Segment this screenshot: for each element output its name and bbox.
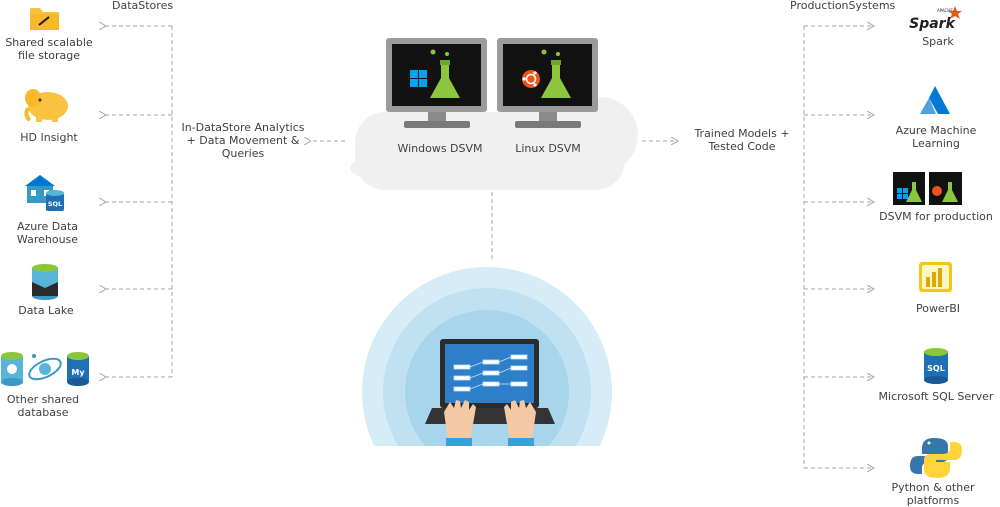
- production-label-powerbi: PowerBI: [915, 302, 961, 315]
- apache-text: APACHE: [937, 8, 953, 13]
- left-connectors: [105, 26, 345, 377]
- windows-logo-icon: [410, 70, 427, 87]
- dsvm-pair-icon: [893, 172, 962, 205]
- production-systems-header: ProductionSystems: [790, 0, 896, 12]
- production-label-sql-server: Microsoft SQL Server: [878, 390, 994, 403]
- production-label-python: Python & other platforms: [891, 481, 975, 507]
- right-connectors: [642, 26, 874, 468]
- sql-text: SQL: [927, 364, 945, 373]
- flask-icon: [541, 49, 571, 98]
- azure-ml-icon: [920, 86, 950, 114]
- hdinsight-elephant-icon: [24, 89, 68, 122]
- production-label-spark: Spark: [922, 35, 954, 48]
- architecture-diagram: SQL My Spark APACHE: [1, 6, 962, 478]
- hands-icon: [444, 400, 536, 446]
- flask-icon: [430, 49, 460, 98]
- cloud-shape: [350, 97, 638, 190]
- sql-text: SQL: [48, 200, 62, 208]
- datastore-label-file-storage: Shared scalable file storage: [5, 36, 93, 62]
- sql-server-icon: SQL: [924, 348, 948, 384]
- analytics-label: In-DataStore Analytics + Data Movement &…: [181, 121, 305, 160]
- data-lake-icon: [32, 264, 58, 300]
- windows-dsvm-monitor: [386, 38, 487, 128]
- production-label-azure-ml: Azure Machine Learning: [895, 124, 977, 150]
- azure-data-warehouse-icon: SQL: [25, 175, 64, 211]
- datastores-header: DataStores: [112, 0, 174, 12]
- linux-dsvm-label: Linux DSVM: [515, 142, 581, 155]
- file-storage-folder-icon: [30, 8, 59, 30]
- powerbi-icon: [919, 262, 952, 292]
- ubuntu-logo-icon: [522, 70, 540, 88]
- production-label-dsvm: DSVM for production: [879, 210, 993, 223]
- linux-dsvm-monitor: [497, 38, 598, 128]
- spark-logo-icon: Spark APACHE: [909, 6, 962, 32]
- my-text: My: [71, 368, 85, 377]
- database-group-icon: My: [1, 352, 89, 386]
- spark-wordmark: Spark: [909, 16, 956, 32]
- python-logo-icon: [910, 438, 962, 478]
- datastore-label-hdinsight: HD Insight: [20, 131, 78, 144]
- windows-logo-icon: [897, 188, 908, 199]
- datastore-label-other-db: Other shared database: [6, 393, 80, 419]
- windows-dsvm-label: Windows DSVM: [397, 142, 483, 155]
- trained-models-label: Trained Models + Tested Code: [694, 127, 790, 153]
- datastore-label-data-lake: Data Lake: [18, 304, 74, 317]
- datastore-label-data-warehouse: Azure Data Warehouse: [16, 220, 79, 246]
